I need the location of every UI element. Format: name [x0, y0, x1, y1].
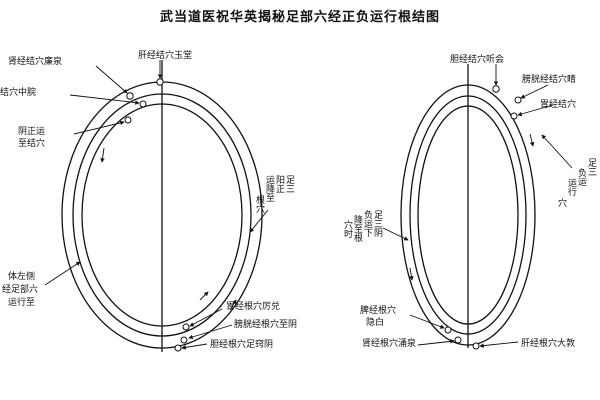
right-vertical-2: 负运	[576, 168, 586, 186]
right-point-dadun	[472, 342, 480, 350]
left-label-zhi-jiexue: 至结穴	[18, 139, 46, 149]
right-point-jingming	[514, 96, 522, 104]
left-point-lianquan	[126, 92, 134, 100]
right-point-yongquan	[454, 336, 462, 344]
right-point-tinghui	[492, 85, 500, 93]
left-point-yutang	[156, 78, 164, 86]
left-label-run-to: 运行至	[8, 298, 36, 308]
right-label-tinghui: 胆经结穴听会	[450, 55, 505, 65]
right-label-dadun: 肝经根穴大敦	[521, 339, 576, 349]
left-point-zuqiaoyin	[174, 344, 182, 352]
right-label-yinbai: 隐白	[366, 318, 385, 328]
right-point-yinbai	[444, 326, 452, 334]
page-title: 武当道医祝华英揭秘足部六经正负运行根结图	[159, 10, 440, 25]
left-point-lidui	[182, 323, 190, 331]
right-vertical-4: 穴	[556, 198, 566, 207]
left-point-zhongwan	[139, 100, 147, 108]
left-label-zhiyin: 膀胱经根穴至阴	[234, 320, 298, 330]
right-vertical-1: 足三	[586, 158, 596, 176]
right-vertical-3: 运行	[566, 178, 576, 196]
right-label-yongquan: 肾经根穴涌泉	[362, 339, 417, 349]
right-left-vertical-4: 穴时	[342, 220, 352, 238]
right-label-wei: 胃经结穴	[540, 100, 577, 110]
left-point-upper	[124, 116, 132, 124]
left-label-foot-six: 经足部六	[2, 285, 39, 295]
left-point-zhiyin	[180, 336, 188, 344]
left-label-zhongwan: 结穴中脘	[0, 88, 37, 98]
right-label-pi-root: 脾经根穴	[360, 306, 397, 316]
left-vertical-1: 足三	[284, 175, 294, 193]
left-vertical-2: 阳正	[274, 175, 284, 193]
right-left-vertical-1: 足三阴	[372, 210, 382, 237]
right-point-wei	[510, 112, 518, 120]
right-label-jingming: 膀胱经结穴睛	[522, 75, 577, 85]
left-label-lidui: 胃经根穴厉兑	[226, 302, 281, 312]
left-label-yutang: 肝经结穴玉堂	[138, 51, 193, 61]
left-label-body-left: 体左侧	[8, 272, 36, 282]
left-label-zuqiaoyin: 胆经根穴足窍阴	[210, 340, 274, 350]
left-label-yin-zheng-yun: 阴正运	[18, 127, 46, 137]
right-left-vertical-2: 负运下	[362, 210, 372, 237]
left-vertical-3: 运降至	[264, 175, 274, 202]
left-label-lianquan: 肾经结穴廉泉	[8, 57, 63, 67]
left-vertical-4: 根穴	[254, 195, 264, 213]
right-left-vertical-3: 降至根	[352, 215, 362, 242]
